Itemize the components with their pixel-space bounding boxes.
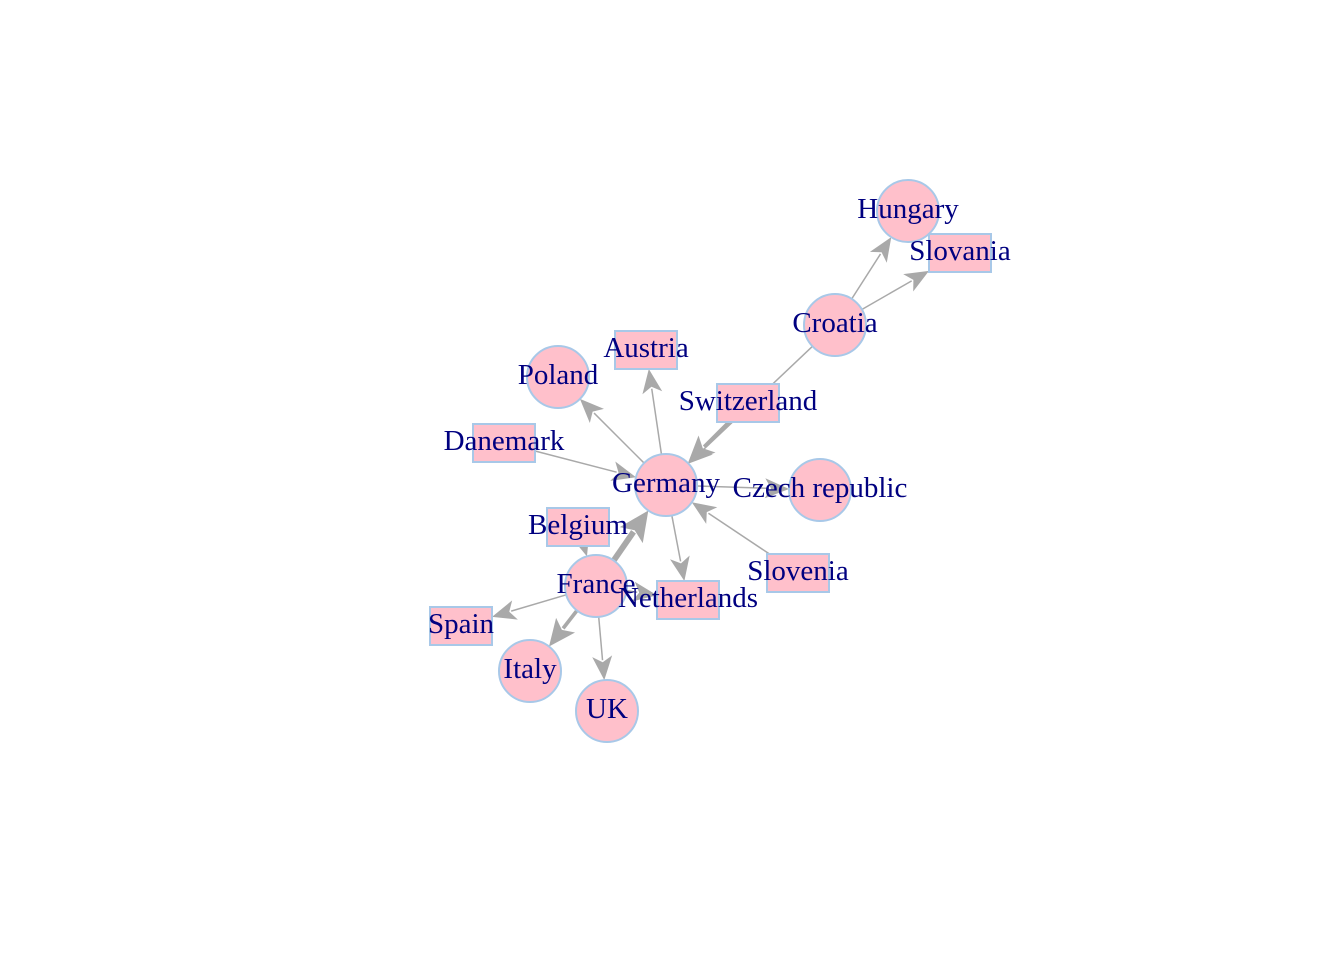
node-belgium (546, 507, 610, 547)
edge-line (611, 530, 636, 563)
node-label-hungary: Hungary (857, 193, 959, 225)
node-spain (429, 606, 493, 646)
edge-france-to-uk (592, 616, 613, 681)
arrowhead (592, 655, 613, 681)
node-italy (498, 639, 562, 703)
edge-line (702, 420, 731, 449)
edge-line (626, 589, 638, 594)
edge-germany-to-netherlands (670, 515, 690, 581)
edge-croatia-to-slovania (861, 270, 929, 311)
node-germany (634, 453, 698, 517)
node-label-austria: Austria (603, 332, 689, 364)
node-poland (526, 345, 590, 409)
node-hungary (876, 179, 940, 243)
edge-france-to-italy (549, 609, 579, 647)
node-netherlands (656, 580, 720, 620)
arrowhead (631, 581, 657, 602)
arrowhead (687, 435, 716, 464)
node-label-croatia: Croatia (792, 307, 877, 339)
node-slovania (928, 233, 992, 273)
node-label-spain: Spain (428, 608, 495, 640)
edge-line (696, 485, 770, 490)
edge-line (851, 253, 882, 300)
node-label-poland: Poland (518, 359, 599, 391)
edge-line (671, 515, 682, 562)
arrowhead (619, 510, 649, 544)
node-label-uk: UK (586, 693, 628, 725)
edge-line (534, 450, 617, 473)
edge-line (561, 609, 579, 630)
node-label-slovania: Slovania (909, 235, 1011, 267)
arrowhead (764, 478, 790, 499)
node-label-italy: Italy (503, 653, 557, 685)
arrowhead (549, 617, 576, 647)
node-label-netherlands: Netherlands (618, 582, 758, 614)
arrowhead (869, 237, 892, 263)
node-czech-republic (788, 458, 852, 522)
edge-germany-to-austria (642, 369, 663, 455)
node-france (564, 554, 628, 618)
nodes-layer (429, 179, 992, 743)
node-label-danemark: Danemark (444, 425, 565, 457)
node-label-germany: Germany (612, 467, 720, 499)
node-label-switzerland: Switzerland (679, 385, 818, 417)
edge-line (597, 616, 604, 661)
edge-germany-to-czech-republic (696, 478, 790, 499)
edge-france-to-netherlands (626, 581, 657, 602)
arrowhead (670, 555, 690, 581)
edge-france-to-germany (611, 510, 649, 563)
node-danemark (472, 423, 536, 463)
arrowhead (642, 369, 663, 395)
edge-line (651, 388, 663, 455)
arrowhead (492, 600, 518, 620)
node-austria (614, 330, 678, 370)
node-label-czech-republic: Czech republic (733, 472, 908, 504)
edge-slovenia-to-germany (691, 502, 770, 555)
node-uk (575, 679, 639, 743)
edge-switzerland-to-germany (687, 420, 731, 464)
edge-croatia-to-hungary (851, 237, 892, 300)
edge-line (861, 280, 913, 311)
labels-layer: HungarySlovaniaCroatiaAustriaPolandSwitz… (428, 193, 1011, 725)
node-slovenia (766, 553, 830, 593)
edge-germany-to-poland (579, 398, 645, 464)
node-label-slovenia: Slovenia (747, 555, 849, 587)
edge-line (708, 512, 770, 555)
arrowhead (610, 461, 636, 481)
edge-line (510, 594, 567, 612)
edge-line (593, 412, 645, 464)
arrowhead (903, 270, 929, 292)
arrowhead (579, 398, 604, 423)
arrowhead (691, 502, 718, 524)
edge-france-to-spain (492, 594, 567, 620)
node-label-france: France (557, 568, 636, 600)
node-label-belgium: Belgium (528, 509, 628, 541)
node-croatia (803, 293, 867, 357)
node-switzerland (716, 383, 780, 423)
edge-danemark-to-germany (534, 450, 636, 481)
